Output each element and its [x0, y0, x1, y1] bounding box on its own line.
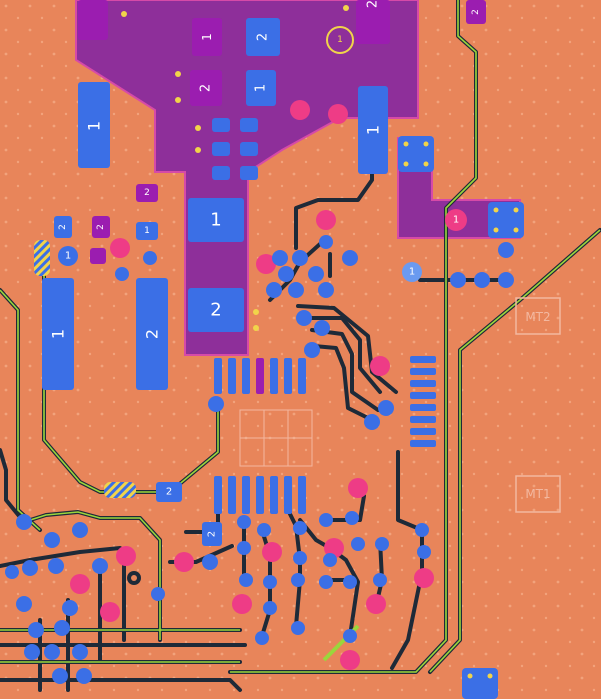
pad-small-magenta-d[interactable] — [90, 248, 106, 264]
pad-small-2-b[interactable] — [92, 216, 110, 238]
mt1-label: MT1 — [525, 487, 550, 501]
connector-pad-right-mid[interactable] — [488, 202, 524, 238]
pad-large-left-1[interactable] — [42, 278, 74, 390]
pad-circle-outline-top[interactable] — [326, 26, 354, 54]
pad-large-left-1-label: 1 — [49, 329, 68, 339]
pad-small-top-right[interactable] — [466, 0, 486, 24]
pad-magenta-top-left[interactable] — [78, 0, 108, 40]
pad-tall-right-1-label: 1 — [364, 125, 383, 135]
mt2-label: MT2 — [525, 310, 550, 324]
pad-bottom-2-label: 2 — [207, 531, 218, 537]
pad-magenta-corner-label: 2 — [366, 0, 381, 8]
ic-outline-silkscreen — [239, 409, 313, 467]
pad-circle-outline-top-label: 1 — [337, 35, 343, 45]
via-pink-right-label: 1 — [453, 215, 459, 226]
via-right-label: 1 — [409, 267, 415, 278]
vias-blue[interactable] — [5, 235, 514, 684]
pad-tall-1[interactable] — [78, 82, 110, 168]
connector-pad-right-top[interactable] — [398, 136, 434, 172]
via-left-label: 1 — [65, 251, 71, 262]
pad-top-1-b[interactable] — [246, 70, 276, 106]
vias-yellow — [121, 5, 349, 331]
pad-magenta-top-1-label: 1 — [200, 33, 214, 41]
vias-pink[interactable] — [70, 100, 467, 670]
pad-lower-2[interactable] — [156, 482, 182, 502]
pad-bottom-2[interactable] — [202, 522, 222, 546]
pad-small-2-c[interactable] — [136, 184, 158, 202]
pad-magenta-top-1[interactable] — [192, 18, 222, 56]
pad-small-2-b-label: 2 — [96, 224, 106, 230]
pad-magenta-top-2-label: 2 — [199, 84, 214, 92]
pad-center-2-label: 2 — [210, 300, 221, 321]
ic-pins-top[interactable] — [214, 358, 306, 394]
pad-center-1-label: 1 — [210, 210, 221, 231]
resistor-hatched-bottom[interactable] — [104, 482, 136, 498]
pad-magenta-corner[interactable] — [356, 0, 390, 44]
connector-pad-bottom-right[interactable] — [462, 668, 498, 699]
pad-small-1-b[interactable] — [136, 222, 158, 240]
pad-lower-2-label: 2 — [166, 487, 172, 498]
ic-pins-right[interactable] — [410, 356, 436, 447]
mt2-outline — [515, 297, 561, 335]
via-ring-left-inner — [131, 575, 137, 581]
pad-small-2-a[interactable] — [54, 216, 72, 238]
pad-tall-1-label: 1 — [85, 121, 104, 131]
pad-top-2-a-label: 2 — [256, 33, 271, 41]
pad-small-2-a-label: 2 — [58, 224, 68, 230]
pad-large-left-2-label: 2 — [143, 329, 162, 339]
pad-magenta-top-2[interactable] — [190, 70, 222, 106]
pad-center-2[interactable] — [188, 288, 244, 332]
pad-top-1-b-label: 1 — [254, 84, 269, 92]
mt1-outline — [515, 475, 561, 513]
small-pads-cluster[interactable] — [212, 118, 258, 180]
pad-small-1-b-label: 1 — [144, 226, 150, 236]
resistor-hatched-left[interactable] — [34, 240, 50, 276]
pad-tall-right-1[interactable] — [358, 86, 388, 174]
pad-large-left-2[interactable] — [136, 278, 168, 390]
pad-center-1[interactable] — [188, 198, 244, 242]
ic-pins-bottom[interactable] — [214, 476, 306, 514]
pad-top-2-a[interactable] — [246, 18, 280, 56]
pad-small-top-right-label: 2 — [471, 9, 481, 15]
pad-small-2-c-label: 2 — [144, 188, 150, 198]
